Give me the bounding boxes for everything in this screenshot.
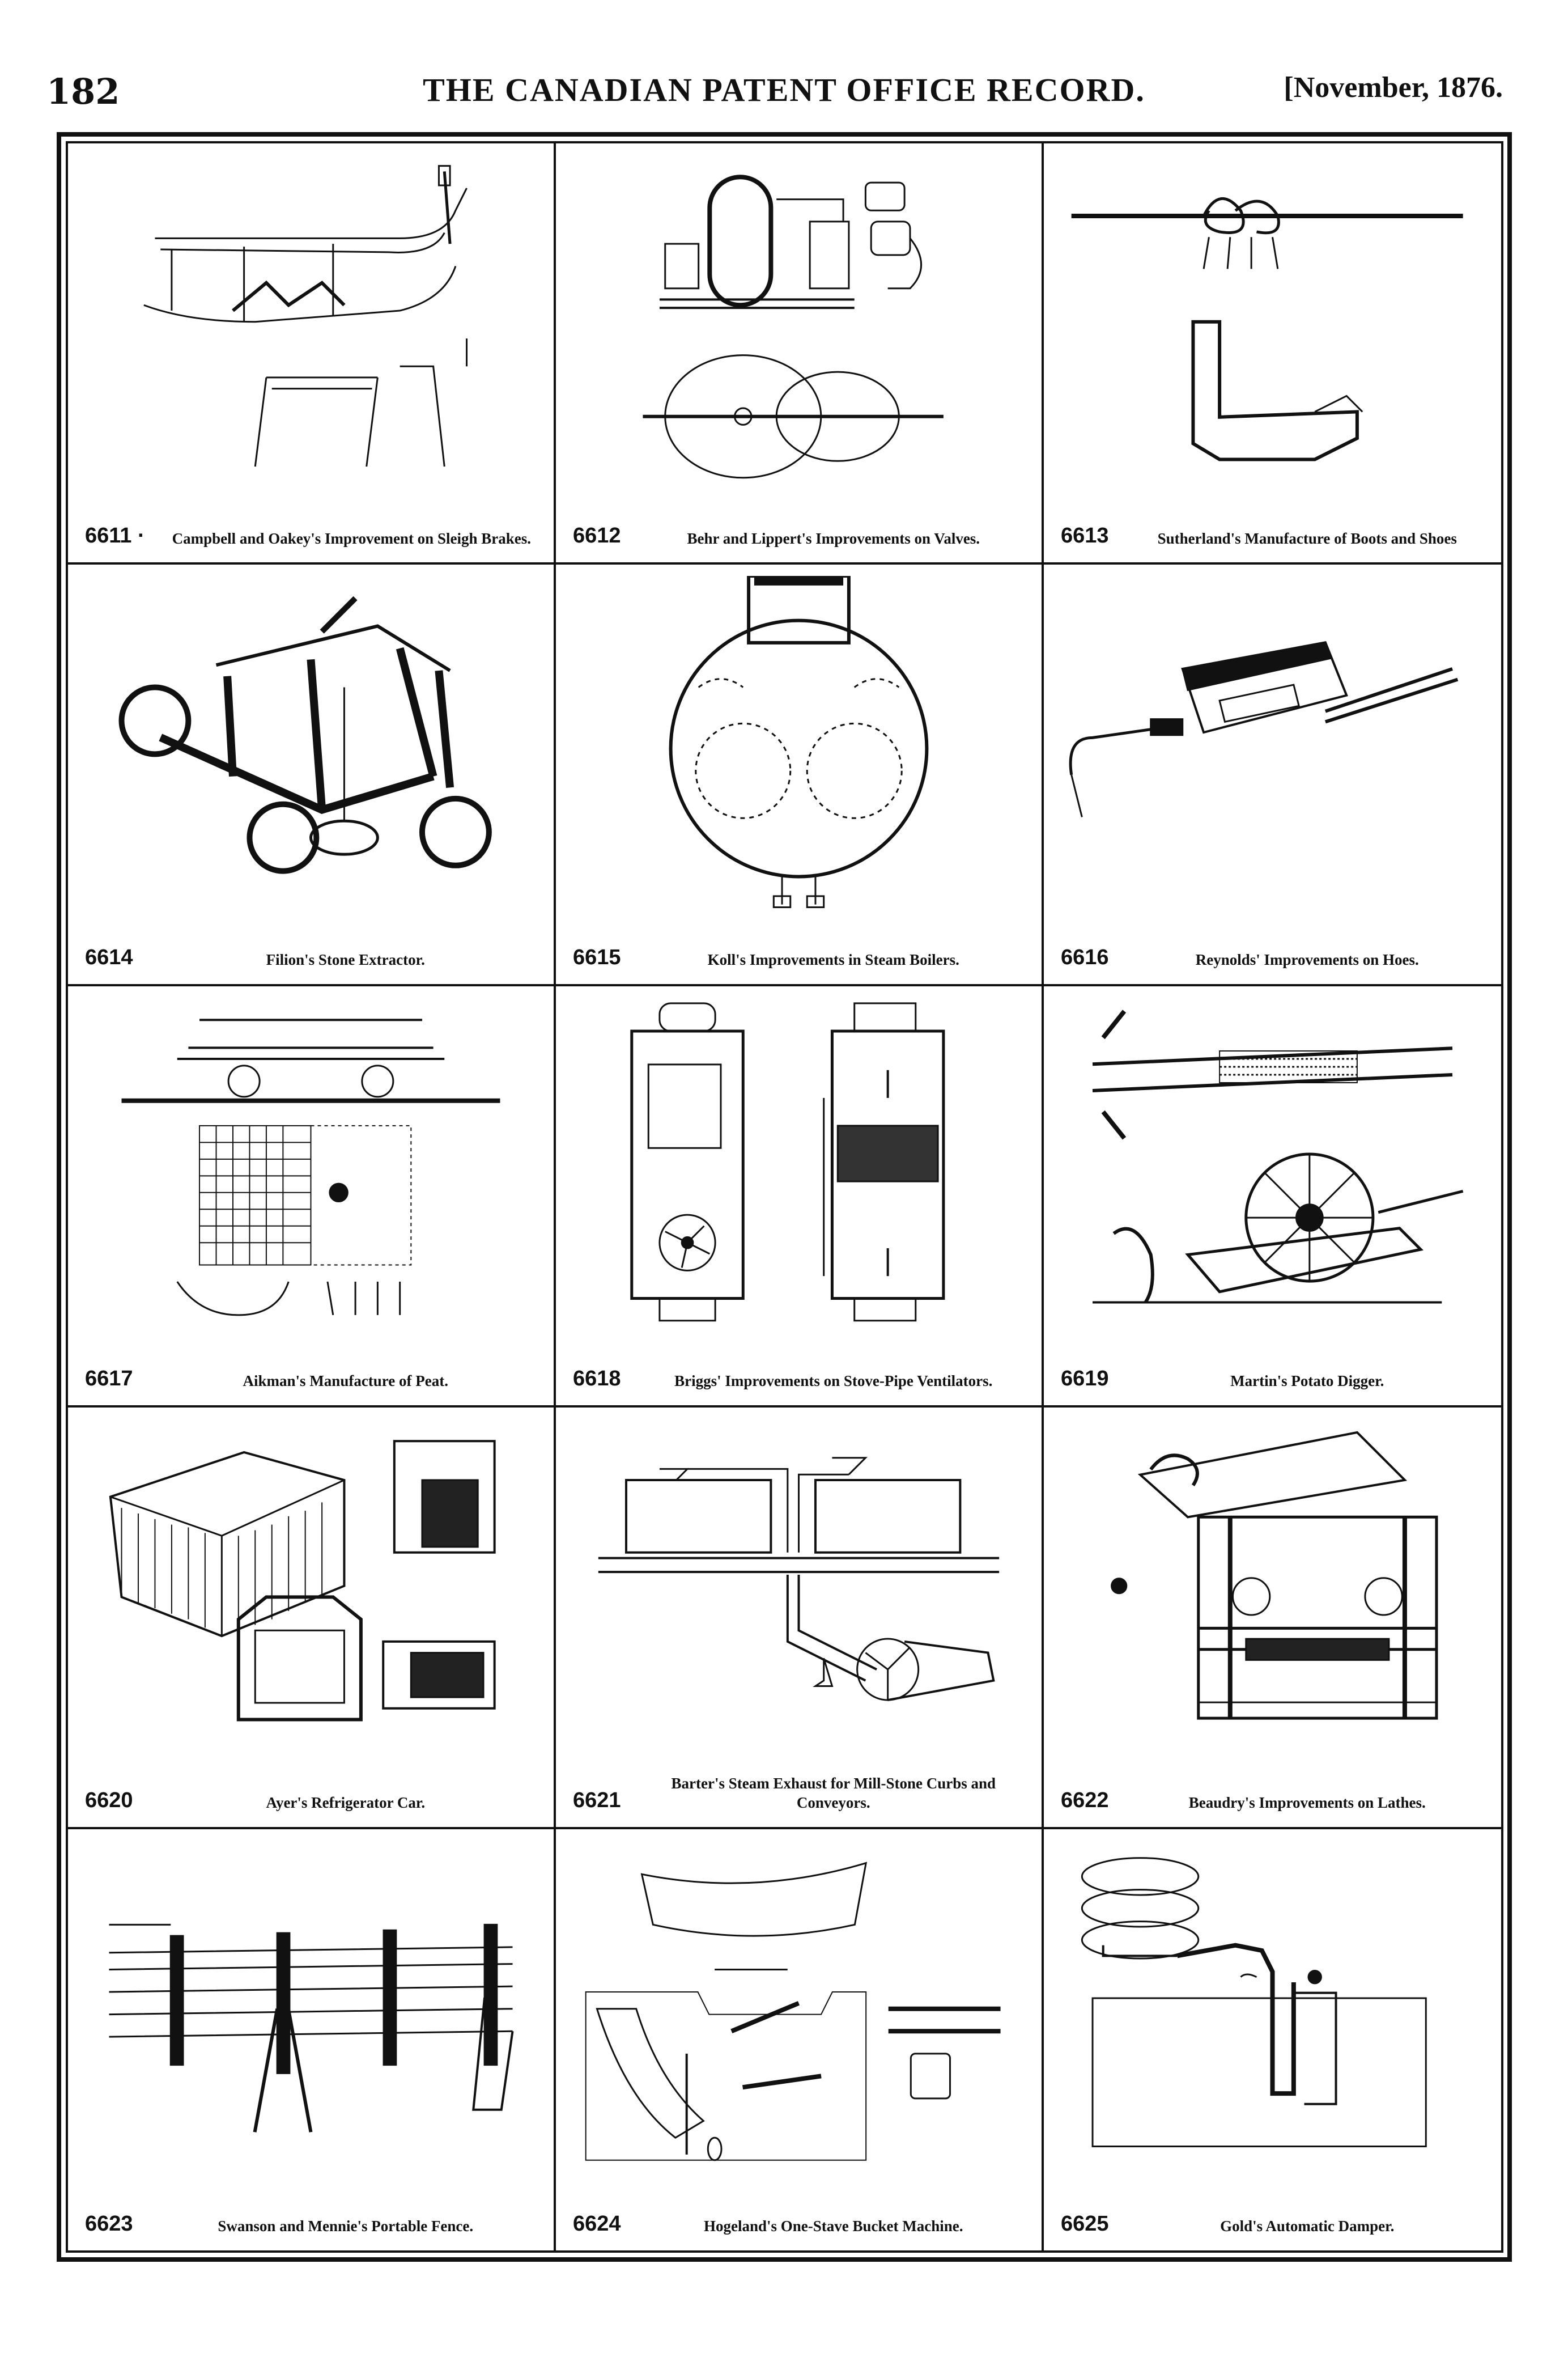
patent-cell: 6616 Reynolds' Improvements on Hoes. (1044, 565, 1501, 986)
patent-cell: 6617 Aikman's Manufacture of Peat. (68, 986, 556, 1408)
patent-number: 6615 (573, 945, 621, 969)
patent-number: 6613 (1061, 524, 1109, 548)
ventilator-drawing (573, 998, 1025, 1332)
patent-caption: 6617 Aikman's Manufacture of Peat. (85, 1337, 542, 1391)
patent-number: 6617 (85, 1367, 133, 1391)
patent-caption: 6615 Koll's Improvements in Steam Boiler… (573, 916, 1030, 970)
patent-title: Beaudry's Improvements on Lathes. (1188, 1794, 1426, 1811)
patent-number: 6614 (85, 945, 133, 969)
patent-caption: 6612 Behr and Lippert's Improvements on … (573, 494, 1030, 548)
sleigh-brake-drawing (85, 155, 537, 489)
patent-title: Sutherland's Manufacture of Boots and Sh… (1157, 529, 1457, 547)
patent-caption: 6625 Gold's Automatic Damper. (1061, 2182, 1490, 2236)
patent-title: Swanson and Mennie's Portable Fence. (218, 2218, 474, 2235)
patent-caption: 6616 Reynolds' Improvements on Hoes. (1061, 916, 1490, 970)
patent-cell: 6625 Gold's Automatic Damper. (1044, 1829, 1501, 2250)
valve-drawing (573, 155, 1025, 489)
patent-title: Campbell and Oakey's Improvement on Slei… (172, 529, 531, 547)
patent-cell: 6623 Swanson and Mennie's Portable Fence… (68, 1829, 556, 2250)
page-header: 182 THE CANADIAN PATENT OFFICE RECORD. [… (0, 71, 1568, 128)
patent-number: 6624 (573, 2211, 621, 2236)
patent-number: 6625 (1061, 2211, 1109, 2236)
patent-number: 6618 (573, 1367, 621, 1391)
patent-number: 6612 (573, 524, 621, 548)
patent-title: Briggs' Improvements on Stove-Pipe Venti… (674, 1372, 993, 1390)
patent-cell: 6612 Behr and Lippert's Improvements on … (556, 143, 1044, 565)
lathe-drawing (1061, 1419, 1484, 1753)
patent-caption: 6619 Martin's Potato Digger. (1061, 1337, 1490, 1391)
patent-caption: 6620 Ayer's Refrigerator Car. (85, 1759, 542, 1813)
patent-caption: 6624 Hogeland's One-Stave Bucket Machine… (573, 2182, 1030, 2236)
patent-cell: 6620 Ayer's Refrigerator Car. (68, 1408, 556, 1829)
peat-machine-drawing (85, 998, 537, 1332)
patent-cell: 6615 Koll's Improvements in Steam Boiler… (556, 565, 1044, 986)
patent-title: Barter's Steam Exhaust for Mill-Stone Cu… (671, 1775, 996, 1811)
patent-cell: 6621 Barter's Steam Exhaust for Mill-Sto… (556, 1408, 1044, 1829)
fence-drawing (85, 1841, 537, 2177)
patent-caption: 6614 Filion's Stone Extractor. (85, 916, 542, 970)
potato-digger-drawing (1061, 998, 1484, 1332)
patent-number: 6621 (573, 1788, 621, 1812)
patent-title: Reynolds' Improvements on Hoes. (1195, 951, 1419, 969)
patent-cell: 6611 · Campbell and Oakey's Improvement … (68, 143, 556, 565)
patent-title: Behr and Lippert's Improvements on Valve… (687, 529, 980, 547)
patent-title: Gold's Automatic Damper. (1220, 2218, 1395, 2235)
steam-exhaust-drawing (573, 1419, 1025, 1753)
patent-number: 6623 (85, 2211, 133, 2236)
page-number: 182 (46, 71, 120, 112)
patent-grid: 6611 · Campbell and Oakey's Improvement … (68, 143, 1501, 2250)
publication-title: THE CANADIAN PATENT OFFICE RECORD. (423, 71, 1145, 108)
patent-caption: 6611 · Campbell and Oakey's Improvement … (85, 494, 542, 548)
patent-caption: 6613 Sutherland's Manufacture of Boots a… (1061, 494, 1490, 548)
patent-cell: 6614 Filion's Stone Extractor. (68, 565, 556, 986)
steam-boiler-drawing (573, 576, 1025, 910)
boot-drawing (1061, 155, 1484, 489)
patent-title: Aikman's Manufacture of Peat. (243, 1372, 449, 1390)
patent-number: 6611 · (85, 524, 145, 548)
patent-cell: 6619 Martin's Potato Digger. (1044, 986, 1501, 1408)
patent-title: Ayer's Refrigerator Car. (266, 1794, 426, 1811)
patent-title: Koll's Improvements in Steam Boilers. (707, 951, 959, 969)
patent-number: 6620 (85, 1788, 133, 1812)
patent-caption: 6621 Barter's Steam Exhaust for Mill-Sto… (573, 1759, 1030, 1813)
patent-cell: 6618 Briggs' Improvements on Stove-Pipe … (556, 986, 1044, 1408)
patent-title: Hogeland's One-Stave Bucket Machine. (704, 2218, 963, 2235)
patent-number: 6619 (1061, 1367, 1109, 1391)
patent-number: 6622 (1061, 1788, 1109, 1812)
patent-cell: 6622 Beaudry's Improvements on Lathes. (1044, 1408, 1501, 1829)
patent-number: 6616 (1061, 945, 1109, 969)
patent-caption: 6623 Swanson and Mennie's Portable Fence… (85, 2182, 542, 2236)
inner-frame (66, 141, 1503, 2253)
stone-extractor-drawing (85, 576, 537, 910)
patent-title: Filion's Stone Extractor. (266, 951, 425, 969)
bucket-machine-drawing (573, 1841, 1025, 2177)
hoe-drawing (1061, 576, 1484, 910)
outer-frame (57, 132, 1512, 2262)
patent-cell: 6624 Hogeland's One-Stave Bucket Machine… (556, 1829, 1044, 2250)
patent-caption: 6622 Beaudry's Improvements on Lathes. (1061, 1759, 1490, 1813)
patent-cell: 6613 Sutherland's Manufacture of Boots a… (1044, 143, 1501, 565)
patent-caption: 6618 Briggs' Improvements on Stove-Pipe … (573, 1337, 1030, 1391)
patent-title: Martin's Potato Digger. (1230, 1372, 1384, 1390)
refrigerator-car-drawing (85, 1419, 537, 1753)
damper-drawing (1061, 1841, 1484, 2177)
issue-date: [November, 1876. (1284, 71, 1503, 104)
